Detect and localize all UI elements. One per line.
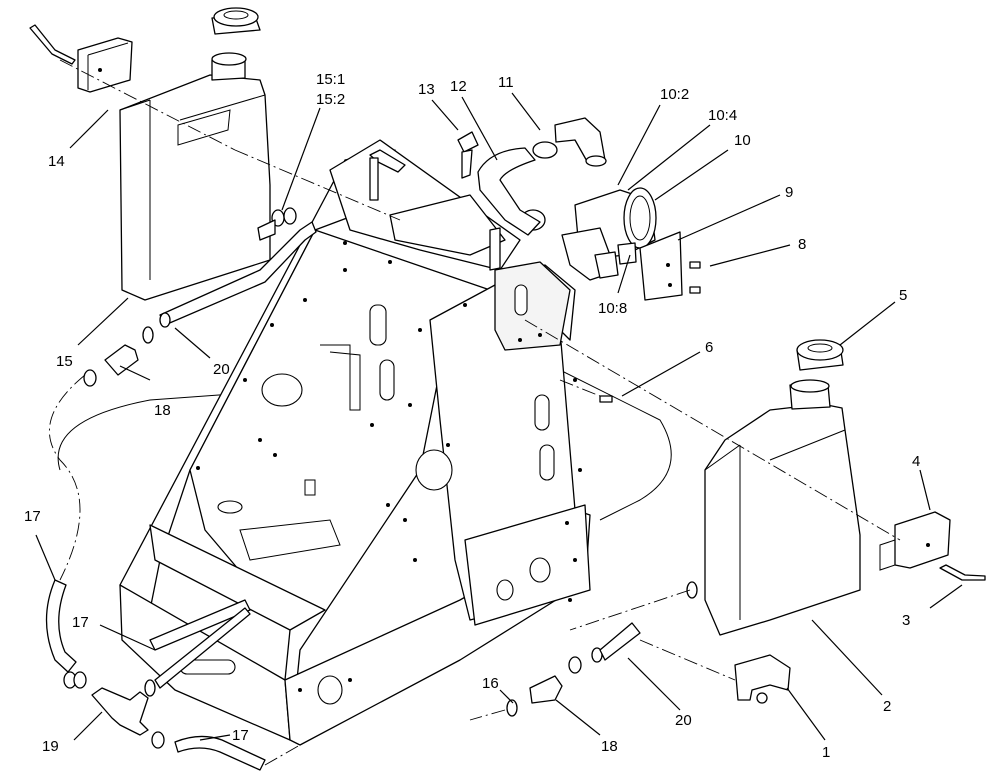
callout-10-2: 10:2 xyxy=(660,86,689,103)
assembly-lines xyxy=(48,59,901,766)
callout-4: 4 xyxy=(912,453,920,470)
bolt xyxy=(689,261,701,269)
fuel-hose-17b xyxy=(154,607,251,689)
hose-clamp xyxy=(83,369,97,387)
fuel-hose-right xyxy=(599,622,641,661)
leader-lines xyxy=(35,92,963,741)
hose-clamp xyxy=(532,141,558,159)
hose-clamp xyxy=(151,731,165,749)
tube xyxy=(489,227,501,271)
callout-6: 6 xyxy=(705,339,713,356)
frame-hole xyxy=(496,579,514,601)
frame-slot xyxy=(514,284,528,316)
fuel-fitting xyxy=(104,344,139,376)
left-tank-cap xyxy=(211,7,261,35)
air-cleaner-mount-bracket xyxy=(639,231,683,301)
callout-17-middle: 17 xyxy=(72,614,89,631)
callout-12: 12 xyxy=(450,78,467,95)
air-cleaner-assembly xyxy=(561,187,657,281)
left-fuel-tank xyxy=(119,52,271,301)
callout-5: 5 xyxy=(899,287,907,304)
frame-hole xyxy=(529,557,551,583)
tank-hold-down-rod xyxy=(29,24,76,65)
callout-3: 3 xyxy=(902,612,910,629)
callout-15-2: 15:2 xyxy=(316,91,345,108)
callout-15: 15 xyxy=(56,353,73,370)
fuel-fitting xyxy=(529,675,563,704)
right-tank-bracket xyxy=(879,511,951,571)
callout-10: 10 xyxy=(734,132,751,149)
callout-10-8: 10:8 xyxy=(598,300,627,317)
bolt xyxy=(599,395,613,403)
callout-16: 16 xyxy=(482,675,499,692)
fuel-hose-17c xyxy=(174,735,266,771)
hose-clamp xyxy=(142,326,154,344)
right-tank-cap xyxy=(796,339,844,371)
tank-fitting xyxy=(257,219,276,241)
callout-14: 14 xyxy=(48,153,65,170)
frame-hole xyxy=(317,675,343,705)
callout-20-left: 20 xyxy=(213,361,230,378)
right-fuel-tank xyxy=(704,379,861,636)
frame-bolt-holes xyxy=(196,241,582,692)
frame-hole xyxy=(261,373,303,407)
callout-17-bottom: 17 xyxy=(232,727,249,744)
frame-slot xyxy=(379,359,395,401)
sensor xyxy=(457,131,479,179)
tee-fitting xyxy=(91,687,149,736)
callout-11: 11 xyxy=(498,74,514,91)
fuel-hose-17 xyxy=(45,579,77,673)
frame-slot xyxy=(539,444,555,481)
frame-hole xyxy=(415,449,453,491)
callout-2: 2 xyxy=(883,698,891,715)
tube xyxy=(369,157,379,201)
callout-1: 1 xyxy=(822,744,830,761)
callout-17-top: 17 xyxy=(24,508,41,525)
callout-8: 8 xyxy=(798,236,806,253)
hose-clamp xyxy=(506,699,518,717)
callout-19: 19 xyxy=(42,738,59,755)
callout-13: 13 xyxy=(418,81,435,98)
main-frame xyxy=(57,139,672,746)
left-tank-bracket xyxy=(77,37,133,93)
tank-hold-down-rod-right xyxy=(939,564,986,581)
frame-slot xyxy=(369,304,387,346)
intake-hose xyxy=(477,147,541,236)
hose-clamp xyxy=(686,581,698,599)
frame-slot xyxy=(534,394,550,431)
bolt xyxy=(689,286,701,294)
mount-bracket xyxy=(734,654,791,704)
callout-20-right: 20 xyxy=(675,712,692,729)
intake-elbow xyxy=(554,117,607,167)
fuel-hose-left xyxy=(159,221,317,326)
hose-clamp xyxy=(144,679,156,697)
callout-18-left: 18 xyxy=(154,402,171,419)
hose-clamp xyxy=(568,656,582,674)
callout-labels: 14 15:1 15:2 15 20 18 17 17 19 17 13 12 … xyxy=(24,71,920,761)
hose-clamp xyxy=(73,671,87,689)
callout-9: 9 xyxy=(785,184,793,201)
hose-clamp xyxy=(283,207,297,225)
callout-10-4: 10:4 xyxy=(708,107,737,124)
callout-18-right: 18 xyxy=(601,738,618,755)
callout-15-1: 15:1 xyxy=(316,71,345,88)
